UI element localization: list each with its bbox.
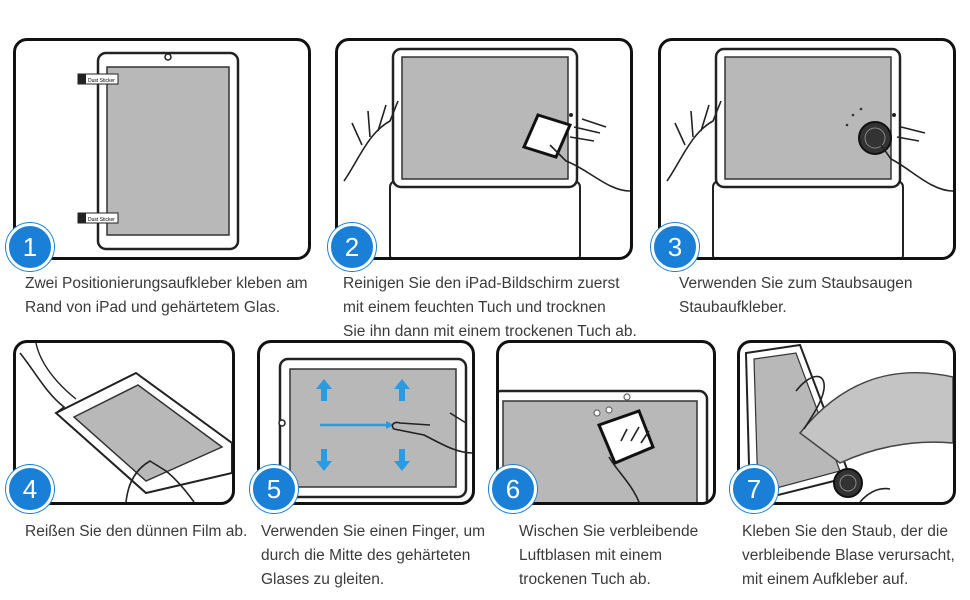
caption-line: mit einem Aufkleber auf.: [742, 571, 909, 588]
down-arrow-right-icon: [394, 449, 410, 471]
caption-line: Wischen Sie verbleibende: [519, 523, 699, 540]
caption-line: Verwenden Sie einen Finger, um: [261, 523, 486, 540]
step-4-caption: Reißen Sie den dünnen Film ab.: [25, 520, 247, 544]
up-arrow-left-icon: [316, 379, 332, 401]
caption-line: Zwei Positionierungsaufkleber kleben am: [25, 275, 308, 292]
caption-line: Luftblasen mit einem: [519, 547, 663, 564]
caption-line: mit einem feuchten Tuch und trocknen: [343, 299, 606, 316]
sticker-label-top: Dust Sticker: [88, 78, 115, 84]
caption-line: Sie ihn dann mit einem trockenen Tuch ab…: [343, 323, 637, 340]
step-1-caption: Zwei Positionierungsaufkleber kleben am …: [25, 272, 308, 320]
dust-sticker-icon: [858, 121, 892, 155]
caption-line: Verwenden Sie zum Staubsaugen: [679, 275, 913, 292]
step-3-badge: 3: [651, 223, 699, 271]
caption-line: Reinigen Sie den iPad-Bildschirm zuerst: [343, 275, 620, 292]
caption-line: verbleibende Blase verursacht,: [742, 547, 955, 564]
caption-line: Reißen Sie den dünnen Film ab.: [25, 523, 248, 540]
cloth-icon: [596, 409, 655, 465]
step-5-badge: 5: [250, 465, 298, 513]
caption-line: Glases zu gleiten.: [261, 571, 385, 588]
step-2-illustration: [343, 47, 630, 257]
step-2-caption: Reinigen Sie den iPad-Bildschirm zuerst …: [343, 272, 637, 344]
step-4-badge: 4: [6, 465, 54, 513]
sticker-label-bottom: Dust Sticker: [88, 217, 115, 223]
step-6-badge: 6: [489, 465, 537, 513]
positioning-sticker-bottom: Dust Sticker: [77, 212, 119, 224]
step-1-badge: 1: [6, 223, 54, 271]
positioning-sticker-top: Dust Sticker: [77, 73, 119, 85]
step-3-caption: Verwenden Sie zum Staubsaugen Staubaufkl…: [679, 272, 913, 320]
step-1-panel: Dust Sticker Dust Sticker: [13, 38, 311, 260]
step-6-caption: Wischen Sie verbleibende Luftblasen mit …: [519, 520, 698, 592]
step-7-caption: Kleben Sie den Staub, der die verbleiben…: [742, 520, 955, 592]
step-2-badge: 2: [328, 223, 376, 271]
step-4-illustration: [19, 343, 232, 502]
step-3-panel: [658, 38, 956, 260]
caption-line: trockenen Tuch ab.: [519, 571, 651, 588]
step-7-panel: [737, 340, 956, 505]
step-7-badge: 7: [730, 465, 778, 513]
step-6-panel: [496, 340, 716, 505]
step-1-illustration: Dust Sticker Dust Sticker: [77, 51, 240, 251]
caption-line: Staubaufkleber.: [679, 299, 787, 316]
step-2-panel: [335, 38, 633, 260]
caption-line: durch die Mitte des gehärteten: [261, 547, 471, 564]
cloth-icon: [521, 113, 573, 159]
dust-sticker-icon: [833, 468, 863, 498]
step-3-illustration: [666, 47, 953, 257]
up-arrow-right-icon: [394, 379, 410, 401]
step-6-illustration: [499, 389, 709, 502]
down-arrow-left-icon: [316, 449, 332, 471]
caption-line: Rand von iPad und gehärtetem Glas.: [25, 299, 281, 316]
step-7-illustration: [744, 343, 953, 502]
caption-line: Kleben Sie den Staub, der die: [742, 523, 948, 540]
step-5-illustration: [278, 357, 472, 499]
step-5-caption: Verwenden Sie einen Finger, um durch die…: [261, 520, 485, 592]
step-5-panel: [257, 340, 475, 505]
